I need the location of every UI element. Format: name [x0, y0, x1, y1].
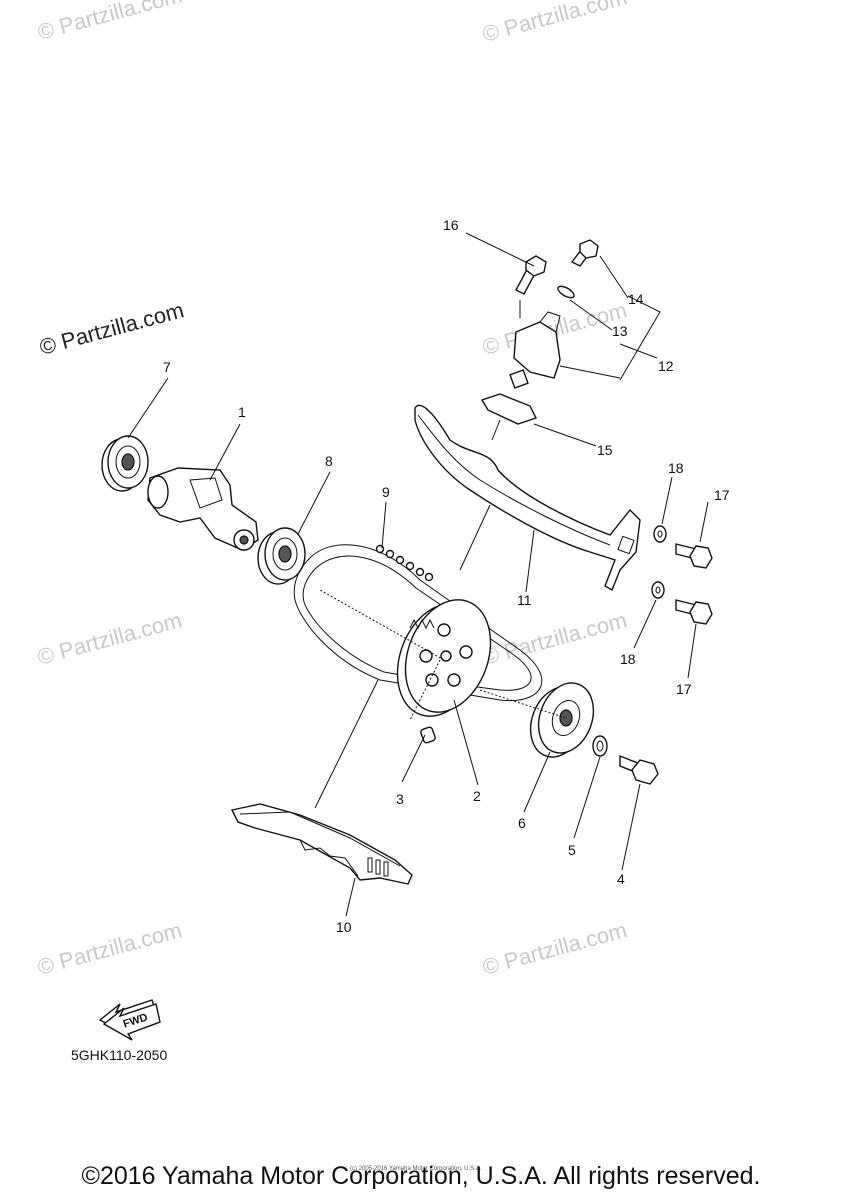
- callout-3: 3: [396, 791, 404, 807]
- callout-9: 9: [382, 484, 390, 500]
- bolt-17a: [675, 543, 713, 569]
- callout-14: 14: [628, 291, 644, 307]
- callout-5: 5: [568, 842, 576, 858]
- watermark: © Partzilla.com: [35, 0, 185, 45]
- callout-10: 10: [336, 919, 352, 935]
- callout-18-bottom: 18: [620, 651, 636, 667]
- callout-11: 11: [517, 592, 532, 608]
- watermark: © Partzilla.com: [35, 607, 185, 670]
- cam-sprocket-2: [396, 599, 492, 717]
- watermark: © Partzilla.com: [480, 607, 630, 670]
- tensioner-guide-11: [414, 404, 641, 592]
- watermark: © Partzilla.com: [480, 0, 630, 47]
- part-code: 5GHK110-2050: [71, 1047, 167, 1063]
- washer-18a: [653, 525, 667, 543]
- watermark: © Partzilla.com: [35, 917, 185, 980]
- bolt-14: [570, 239, 599, 267]
- callout-13: 13: [612, 323, 628, 339]
- callout-2: 2: [473, 788, 481, 804]
- plate-6: [529, 682, 595, 758]
- callout-17-top: 17: [714, 487, 730, 503]
- copyright-text: ©2016 Yamaha Motor Corporation, U.S.A. A…: [81, 1162, 761, 1190]
- bolt-4: [619, 754, 659, 785]
- dowel-pin-3: [420, 726, 436, 744]
- callout-15: 15: [597, 442, 613, 458]
- bearing-8: [257, 527, 306, 585]
- bolt-16: [515, 255, 547, 295]
- camshaft-1: [147, 467, 259, 551]
- chain-links: [375, 544, 434, 582]
- washer-5: [592, 735, 608, 757]
- leader-lines: [127, 232, 709, 917]
- chain-guide-10: [230, 803, 413, 885]
- callout-7: 7: [163, 359, 171, 375]
- callout-labels: 7 1 8 9 16 14 13 12 15 18 17 11 18 17 3 …: [163, 217, 730, 935]
- callout-12: 12: [658, 358, 674, 374]
- gasket-13: [557, 285, 575, 299]
- washer-18b: [651, 581, 665, 599]
- callout-16: 16: [443, 217, 459, 233]
- timing-chain-9: [293, 544, 543, 702]
- callout-1: 1: [238, 404, 246, 420]
- callout-18-top: 18: [668, 460, 684, 476]
- callout-17-bottom: 17: [676, 681, 692, 697]
- callout-4: 4: [617, 871, 625, 887]
- fwd-arrow-icon: FWD: [98, 999, 161, 1041]
- bearing-7: [101, 435, 149, 492]
- tensioner-12: [509, 311, 561, 389]
- small-notice: (c) 2005-2016 Yamaha Motor Corporation, …: [350, 1166, 482, 1172]
- bolt-17b: [675, 599, 713, 625]
- callout-6: 6: [518, 815, 526, 831]
- gasket-15: [480, 393, 537, 425]
- callout-8: 8: [325, 453, 333, 469]
- watermark: © Partzilla.com: [480, 917, 630, 980]
- watermark-main: © Partzilla.com: [37, 297, 187, 360]
